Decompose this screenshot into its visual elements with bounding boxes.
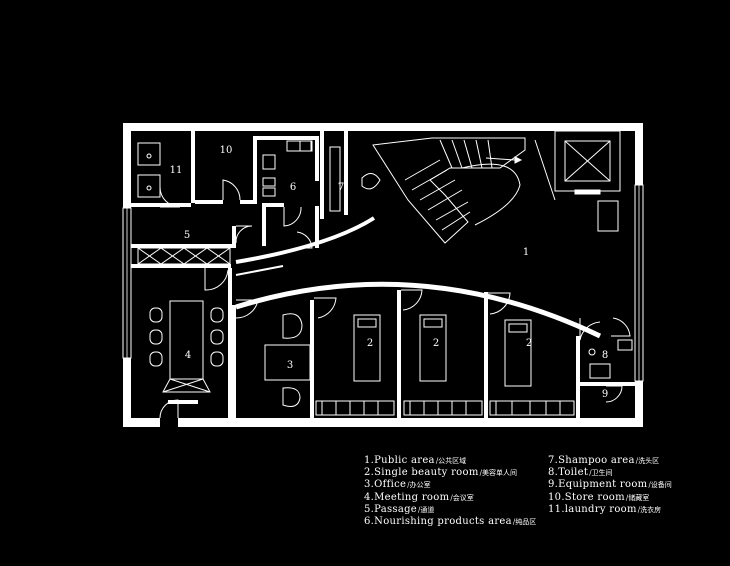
legend-item-1: 1.Public area/公共区域 <box>364 455 536 467</box>
room-label-9: 9 <box>602 389 608 400</box>
cabinets <box>315 400 575 416</box>
legend-cn: /美容单人间 <box>479 469 517 478</box>
legend-item-7: 7.Shampoo area/洗头区 <box>548 455 672 467</box>
room-label-10: 10 <box>220 145 233 156</box>
legend-item-10: 10.Store room/储藏室 <box>548 492 672 504</box>
legend-en: 9.Equipment room <box>548 479 648 491</box>
shelving <box>137 247 231 265</box>
staircase <box>372 137 556 244</box>
legend-cn: /通道 <box>418 505 435 514</box>
legend-en: 3.Office <box>364 479 407 491</box>
room-label-11: 11 <box>170 165 183 176</box>
shampoo-fixtures <box>329 146 381 212</box>
door-swings <box>159 179 631 419</box>
legend-en: 4.Meeting room <box>364 491 450 503</box>
beauty-beds <box>353 314 532 387</box>
legend-cn: /洗衣房 <box>637 505 662 514</box>
room-label-6: 6 <box>290 182 296 193</box>
legend-cn: /卫生间 <box>589 469 613 478</box>
legend-cn: /公共区域 <box>435 457 467 465</box>
legend-item-11: 11.laundry room/洗衣房 <box>548 504 672 516</box>
legend-cn: /办公室 <box>407 481 431 490</box>
room-label-5: 5 <box>184 230 190 241</box>
legend-en: 1.Public area <box>364 455 435 466</box>
legend-item-2: 2.Single beauty room/美容单人间 <box>364 467 536 479</box>
legend-en: 7.Shampoo area <box>548 455 635 466</box>
legend-right: 7.Shampoo area/洗头区 8.Toilet/卫生间 9.Equipm… <box>548 455 672 516</box>
room-label-4: 4 <box>185 350 191 361</box>
legend-cn: /会议室 <box>450 493 474 502</box>
product-fixtures <box>262 140 313 197</box>
room-label-2b: 2 <box>433 338 439 349</box>
legend-item-8: 8.Toilet/卫生间 <box>548 467 672 479</box>
legend-en: 10.Store room <box>548 491 625 503</box>
room-label-7: 7 <box>338 182 344 193</box>
legend-cn: /纯品区 <box>512 518 537 527</box>
legend-left: 1.Public area/公共区域 2.Single beauty room/… <box>364 455 536 528</box>
legend-en: 5.Passage <box>364 503 418 515</box>
room-label-1: 1 <box>523 247 529 258</box>
legend-item-3: 3.Office/办公室 <box>364 479 536 491</box>
legend-en: 2.Single beauty room <box>364 467 479 479</box>
room-labels: 1 2 2 2 3 4 5 6 7 8 9 10 11 <box>170 145 609 400</box>
elevator <box>554 130 621 195</box>
toilet-fixtures <box>588 339 633 379</box>
curved-walls <box>235 216 602 339</box>
office-desk <box>264 313 311 407</box>
legend-en: 11.laundry room <box>548 503 637 515</box>
room-label-3: 3 <box>287 360 293 371</box>
legend-item-4: 4.Meeting room/会议室 <box>364 492 536 504</box>
legend-item-9: 9.Equipment room/设备间 <box>548 479 672 491</box>
legend-cn: /设备间 <box>648 481 672 490</box>
legend-cn: /储藏室 <box>625 493 650 502</box>
outer-wall <box>122 123 644 427</box>
room-label-2a: 2 <box>367 338 373 349</box>
meeting-table <box>149 300 224 393</box>
room-label-8: 8 <box>602 350 608 361</box>
legend-item-5: 5.Passage/通道 <box>364 504 536 516</box>
room-label-2c: 2 <box>526 338 532 349</box>
legend-en: 8.Toilet <box>548 467 589 479</box>
legend-item-6: 6.Nourishing products area/纯品区 <box>364 516 536 528</box>
interior-walls <box>131 131 635 418</box>
laundry-machines <box>137 142 161 198</box>
legend-cn: /洗头区 <box>635 457 660 465</box>
legend-en: 6.Nourishing products area <box>364 516 512 528</box>
